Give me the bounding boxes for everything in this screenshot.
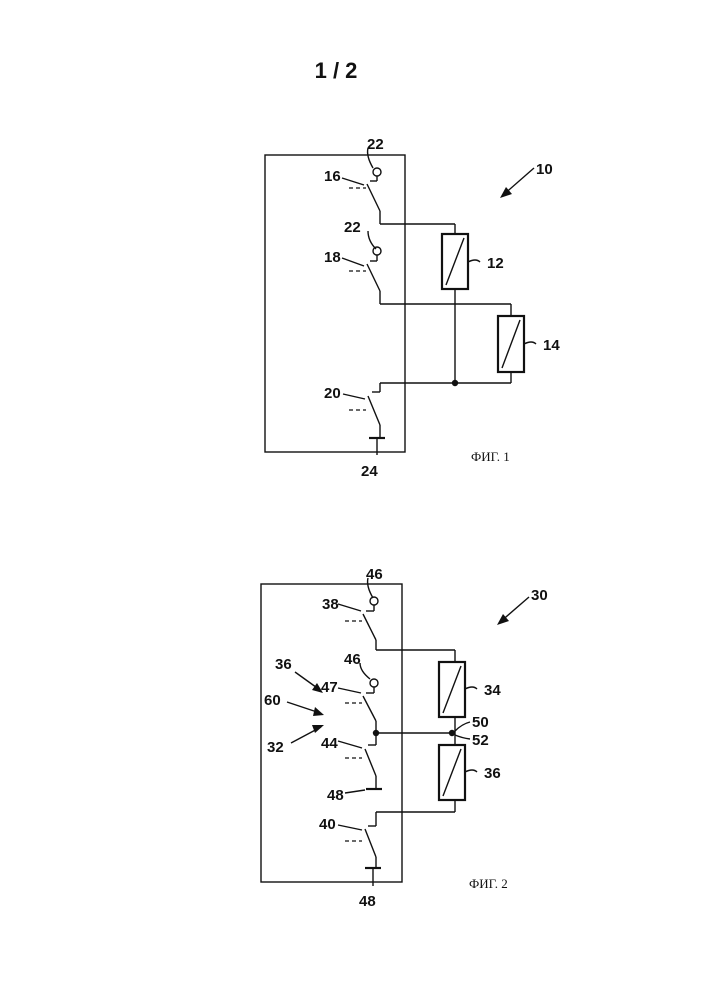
fig1-label-ground: 24 [361, 463, 378, 480]
fig2-label-node-52: 52 [472, 732, 489, 749]
figure-1: 22 16 22 18 20 24 12 14 10 ФИГ. 1 [265, 136, 560, 480]
fig2-switch-44 [338, 733, 382, 793]
figure-2: 46 38 46 36 47 60 44 32 48 40 48 34 50 5… [261, 566, 548, 910]
terminal-icon [373, 168, 381, 176]
fig1-label-coil-b: 14 [543, 337, 560, 354]
fig2-switch-40 [338, 812, 455, 886]
fig2-label-switch-mid: 44 [321, 735, 338, 752]
junction-dot [452, 380, 458, 386]
fig2-label-ground-b: 48 [359, 893, 376, 910]
fig1-label-coil-a: 12 [487, 255, 504, 272]
junction-dot [449, 730, 455, 736]
fig2-label-switch-b: 40 [319, 816, 336, 833]
terminal-icon [370, 597, 378, 605]
fig1-label-terminal-a: 22 [367, 136, 384, 153]
fig2-label-terminal-a: 46 [366, 566, 383, 583]
fig1-label-switch-c: 20 [324, 385, 341, 402]
fig1-label-terminal-b: 22 [344, 219, 361, 236]
fig2-label-group-36: 36 [275, 656, 292, 673]
fig1-label-switch-b: 18 [324, 249, 341, 266]
terminal-icon [373, 247, 381, 255]
fig2-label-group-32: 32 [267, 739, 284, 756]
arrow-icon [312, 725, 324, 733]
fig2-label-circuit: 30 [531, 587, 548, 604]
fig1-label-switch-a: 16 [324, 168, 341, 185]
fig2-label-switch-upper: 47 [321, 679, 338, 696]
fig2-label-ground-a: 48 [327, 787, 344, 804]
junction-dot [373, 730, 379, 736]
fig2-label-node-50: 50 [472, 714, 489, 731]
fig2-switch-38 [338, 597, 378, 650]
fig1-switch-18 [342, 247, 381, 304]
fig2-label-group-60: 60 [264, 692, 281, 709]
fig1-switch-20 [343, 383, 455, 455]
fig2-label-coil-a: 34 [484, 682, 501, 699]
fig2-caption: ФИГ. 2 [469, 876, 508, 891]
fig2-label-terminal-b: 46 [344, 651, 361, 668]
terminal-icon [370, 679, 378, 687]
fig1-label-circuit: 10 [536, 161, 553, 178]
fig1-switch-16 [342, 168, 381, 224]
fig2-switch-47 [338, 679, 378, 733]
fig1-caption: ФИГ. 1 [471, 449, 510, 464]
fig2-label-switch-a: 38 [322, 596, 339, 613]
fig2-label-coil-b: 36 [484, 765, 501, 782]
arrow-icon [313, 707, 324, 716]
